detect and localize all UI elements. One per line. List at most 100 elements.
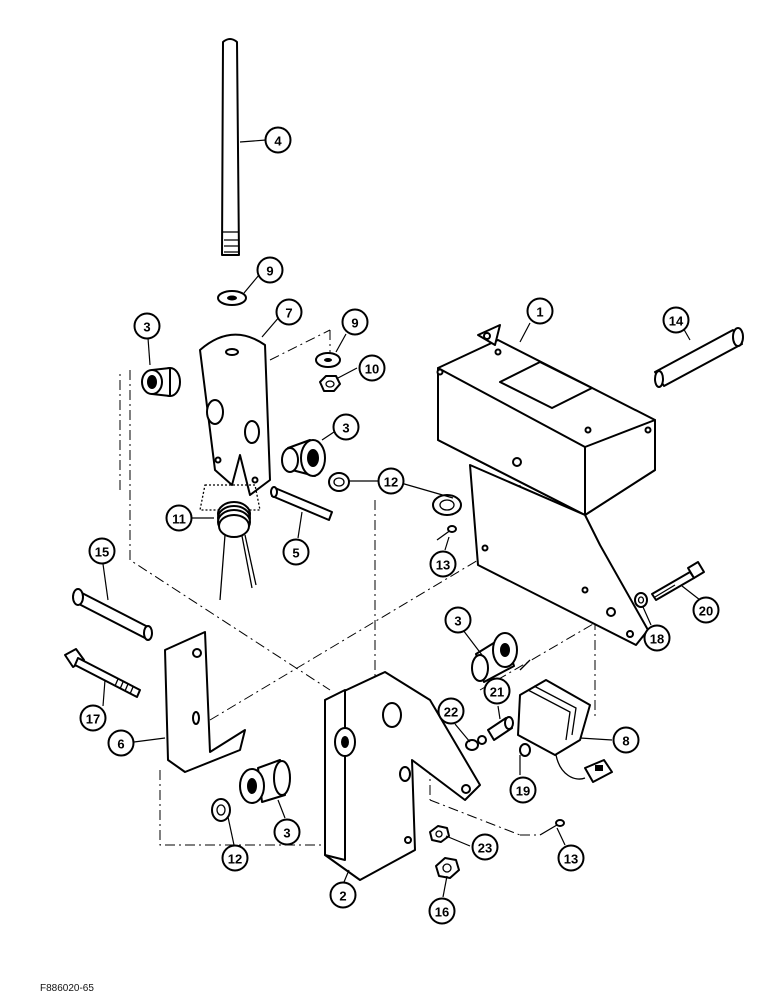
callout-circle (256, 256, 284, 284)
callout-circle (165, 504, 193, 532)
part-3-bushing-c (471, 632, 518, 683)
part-18-washer (634, 592, 648, 608)
part-2-arm-bracket (324, 671, 481, 881)
figure-code: F886020-65 (40, 983, 94, 994)
callout-circle (107, 729, 135, 757)
callout-circle (444, 606, 472, 634)
callout-circle (275, 298, 303, 326)
part-4-rod (221, 38, 240, 256)
part-12-washer-a (328, 472, 350, 492)
callout-circle (88, 537, 116, 565)
leader-lines (102, 139, 701, 898)
callout-label: 5 (292, 546, 299, 561)
callout-c20: 20 (692, 596, 720, 624)
callout-circle (509, 776, 537, 804)
callout-c2: 2 (329, 881, 357, 909)
callout-circle (471, 833, 499, 861)
callout-label: 1 (536, 305, 543, 320)
callout-c17: 17 (79, 704, 107, 732)
callout-circle (428, 897, 456, 925)
callout-c6: 6 (107, 729, 135, 757)
callout-c13a: 13 (429, 550, 457, 578)
callout-circle (332, 413, 360, 441)
callout-c19: 19 (509, 776, 537, 804)
callout-label: 12 (228, 852, 242, 867)
callout-c22: 22 (437, 697, 465, 725)
callout-circle (79, 704, 107, 732)
part-17-bolt (64, 648, 141, 698)
callout-c23: 23 (471, 833, 499, 861)
callout-label: 12 (384, 475, 398, 490)
part-19-washer (519, 743, 531, 757)
callout-label: 3 (143, 320, 150, 335)
part-9-washer-lower (315, 352, 341, 368)
part-3-bushing-b (281, 439, 326, 477)
callout-circle (643, 624, 671, 652)
callout-circle (341, 308, 369, 336)
callout-c16: 16 (428, 897, 456, 925)
part-23-nut (429, 825, 450, 843)
callout-label: 3 (342, 421, 349, 436)
callout-label: 17 (86, 712, 100, 727)
callout-label: 13 (564, 852, 578, 867)
callout-c3d: 3 (273, 818, 301, 846)
callout-c11: 11 (165, 504, 193, 532)
part-12-washer-c (211, 798, 231, 822)
callout-label: 9 (266, 264, 273, 279)
callout-label: 6 (117, 737, 124, 752)
callout-label: 14 (669, 314, 684, 329)
callout-c9a: 9 (256, 256, 284, 284)
callout-circle (483, 677, 511, 705)
callout-label: 10 (365, 362, 379, 377)
part-22-washer (465, 735, 487, 751)
part-14-pin (654, 327, 744, 388)
alignment-lines (119, 329, 601, 846)
callout-circle (429, 550, 457, 578)
callout-c14: 14 (662, 306, 690, 334)
part-6-l-bracket (164, 631, 246, 773)
part-7-yoke (199, 333, 271, 496)
callout-label: 21 (490, 685, 504, 700)
callout-c12a: 12 (377, 467, 405, 495)
part-9-washer-upper (217, 290, 247, 306)
callout-label: 15 (95, 545, 109, 560)
part-1-bracket (436, 324, 656, 646)
part-8-switch (517, 659, 613, 783)
callout-circle (358, 354, 386, 382)
callout-c5: 5 (282, 538, 310, 566)
callout-circle (377, 467, 405, 495)
callout-circle (526, 297, 554, 325)
callout-label: 19 (516, 784, 530, 799)
callout-circle (133, 312, 161, 340)
callout-c1: 1 (526, 297, 554, 325)
callout-c10: 10 (358, 354, 386, 382)
part-13-cotter-pin-a (436, 525, 457, 541)
callout-c12b: 12 (221, 844, 249, 872)
callout-circle (221, 844, 249, 872)
callout-c18: 18 (643, 624, 671, 652)
callout-c4: 4 (264, 126, 292, 154)
callout-circle (662, 306, 690, 334)
callout-c21: 21 (483, 677, 511, 705)
callout-label: 23 (478, 841, 492, 856)
callout-label: 20 (699, 604, 713, 619)
part-11-spring (199, 484, 261, 601)
callout-c3a: 3 (133, 312, 161, 340)
callout-bubbles: 4937910114312115131520183172122861912323… (79, 126, 720, 925)
callout-c13b: 13 (557, 844, 585, 872)
callout-label: 3 (283, 826, 290, 841)
callout-circle (273, 818, 301, 846)
part-16-nut (435, 857, 460, 879)
part-5-pin (270, 486, 333, 521)
callout-c7: 7 (275, 298, 303, 326)
callout-label: 4 (274, 134, 282, 149)
callout-label: 22 (444, 705, 458, 720)
callout-c9b: 9 (341, 308, 369, 336)
callout-label: 2 (339, 889, 346, 904)
callout-label: 3 (454, 614, 461, 629)
callout-circle (612, 726, 640, 754)
callout-circle (264, 126, 292, 154)
part-15-pin (72, 588, 153, 641)
callout-circle (692, 596, 720, 624)
